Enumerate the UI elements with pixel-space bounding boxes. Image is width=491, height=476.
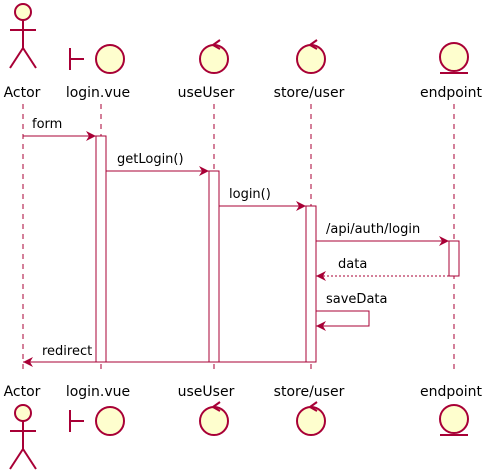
- message-label-login: login(): [229, 187, 271, 202]
- participant-label-bottom-use-user: useUser: [178, 384, 235, 400]
- entity-icon: [439, 42, 469, 74]
- participant-label-bottom-store-user: store/user: [274, 384, 345, 400]
- activation-bars: [95, 135, 460, 363]
- boundary-icon: [69, 406, 125, 436]
- boundary-icon: [69, 44, 125, 74]
- message-label-redirect: redirect: [42, 344, 92, 359]
- actor-icon: [9, 3, 37, 69]
- participant-labels: Actor login.vue useUser store/user endpo…: [4, 85, 483, 400]
- lifelines: [22, 104, 455, 372]
- participant-shapes-bottom: [9, 401, 469, 470]
- control-icon: [296, 39, 326, 74]
- participant-label-bottom-actor: Actor: [4, 384, 41, 400]
- message-label-getlogin: getLogin(): [117, 152, 184, 167]
- participant-label-bottom-login-vue: login.vue: [66, 384, 130, 400]
- activation-login-vue: [95, 135, 107, 363]
- participant-shapes-top: [9, 3, 469, 74]
- message-label-api-auth-login: /api/auth/login: [326, 222, 420, 237]
- control-icon: [199, 39, 229, 74]
- activation-store-user: [305, 205, 317, 363]
- message-label-savedata: saveData: [326, 292, 387, 307]
- actor-icon: [9, 404, 37, 470]
- activation-use-user: [208, 170, 220, 363]
- message-label-data: data: [338, 257, 367, 272]
- control-icon: [296, 401, 326, 436]
- participant-label-top-endpoint: endpoint: [420, 85, 483, 101]
- participant-label-top-actor: Actor: [4, 85, 41, 101]
- entity-icon: [439, 404, 469, 436]
- message-arrow-savedata: [316, 310, 370, 331]
- message-label-form: form: [32, 117, 62, 132]
- control-icon: [199, 401, 229, 436]
- participant-label-top-login-vue: login.vue: [66, 85, 130, 101]
- activation-endpoint: [448, 240, 460, 277]
- participant-label-top-use-user: useUser: [178, 85, 235, 101]
- messages: form getLogin() login() /api/auth/login …: [23, 117, 449, 367]
- participant-label-bottom-endpoint: endpoint: [420, 384, 483, 400]
- participant-label-top-store-user: store/user: [274, 85, 345, 101]
